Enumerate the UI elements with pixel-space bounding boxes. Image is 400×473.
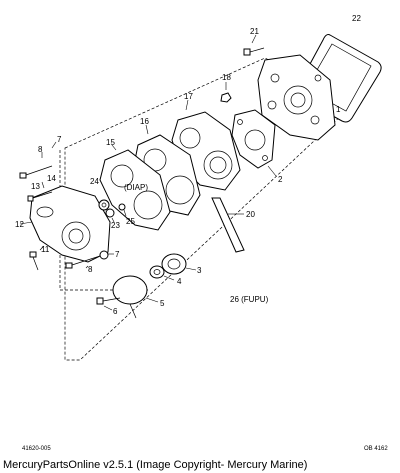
fuel-pump-assembly-label: 26 (FUPU) (230, 295, 269, 304)
part-6-screw (96, 297, 121, 311)
part-14-screw (41, 181, 45, 189)
callout-16: 16 (140, 117, 149, 126)
callout-12: 12 (15, 220, 24, 229)
callout-5: 5 (160, 299, 165, 308)
callout-7-upper: 7 (57, 135, 62, 144)
diaphragm-label: (DIAP) (124, 183, 148, 192)
part-13-screw (27, 191, 53, 202)
part-23-fitting (105, 208, 115, 223)
part-2-gasket (231, 109, 277, 177)
callout-2: 2 (278, 175, 283, 184)
callout-8-lower: 8 (88, 265, 93, 274)
part-7-washer-lower (99, 250, 114, 260)
callout-7-lower: 7 (115, 250, 120, 259)
part-8-screw-upper (19, 152, 53, 179)
drawing-code-left: 41620-005 (22, 446, 51, 452)
part-18-nut (220, 82, 232, 103)
drawing-code-right: OB 4162 (364, 446, 388, 452)
callout-22: 22 (352, 14, 361, 23)
part-1-cover (257, 54, 336, 141)
part-21-screw (243, 34, 265, 56)
callout-20: 20 (246, 210, 255, 219)
callout-8-upper: 8 (38, 145, 43, 154)
callout-25: 25 (126, 217, 135, 226)
callout-24: 24 (90, 177, 99, 186)
callout-23: 23 (111, 221, 120, 230)
part-20-hose (211, 197, 245, 253)
copyright-footer: MercuryPartsOnline v2.5.1 (Image Copyrig… (3, 459, 308, 471)
part-4-ring (149, 265, 175, 281)
callout-1: 1 (336, 105, 341, 114)
part-11-screw (29, 245, 45, 271)
callout-13: 13 (31, 182, 40, 191)
callout-17: 17 (184, 92, 193, 101)
callout-6: 6 (113, 307, 118, 316)
callout-18: 18 (222, 73, 231, 82)
callout-11: 11 (41, 245, 50, 254)
part-7-washer-upper (51, 141, 57, 149)
part-15-diaphragm (99, 144, 171, 231)
part-25-fitting (118, 203, 127, 217)
part-8-screw-lower (65, 255, 101, 269)
callout-15: 15 (106, 138, 115, 147)
callout-21: 21 (250, 27, 259, 36)
part-3-disc (161, 253, 197, 275)
part-5-cap (112, 275, 159, 319)
callout-3: 3 (197, 266, 202, 275)
callout-4: 4 (177, 277, 182, 286)
callout-14: 14 (47, 174, 56, 183)
part-24-check-valve (98, 199, 110, 211)
